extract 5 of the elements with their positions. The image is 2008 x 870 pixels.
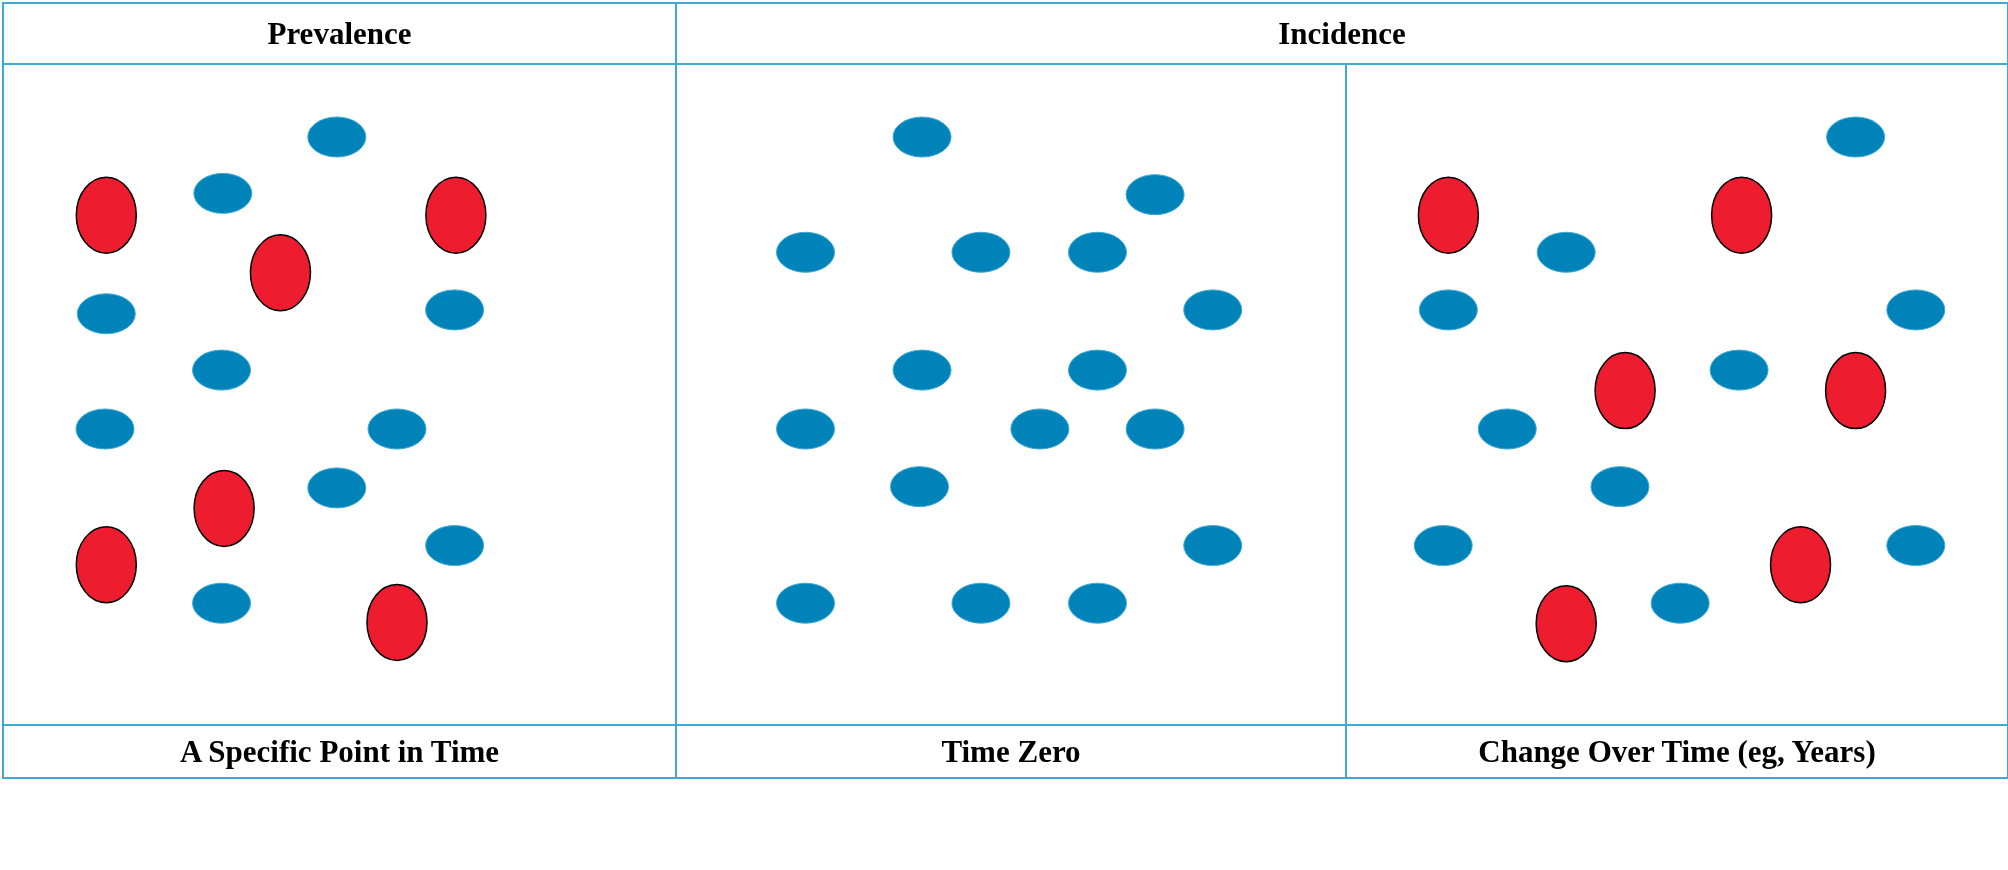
column-header: Prevalence bbox=[267, 15, 412, 52]
column-footer: Time Zero bbox=[941, 733, 1081, 770]
column-footer: Change Over Time (eg, Years) bbox=[1478, 733, 1876, 770]
column-header: Incidence bbox=[1278, 15, 1406, 52]
column-footer: A Specific Point in Time bbox=[179, 733, 500, 770]
